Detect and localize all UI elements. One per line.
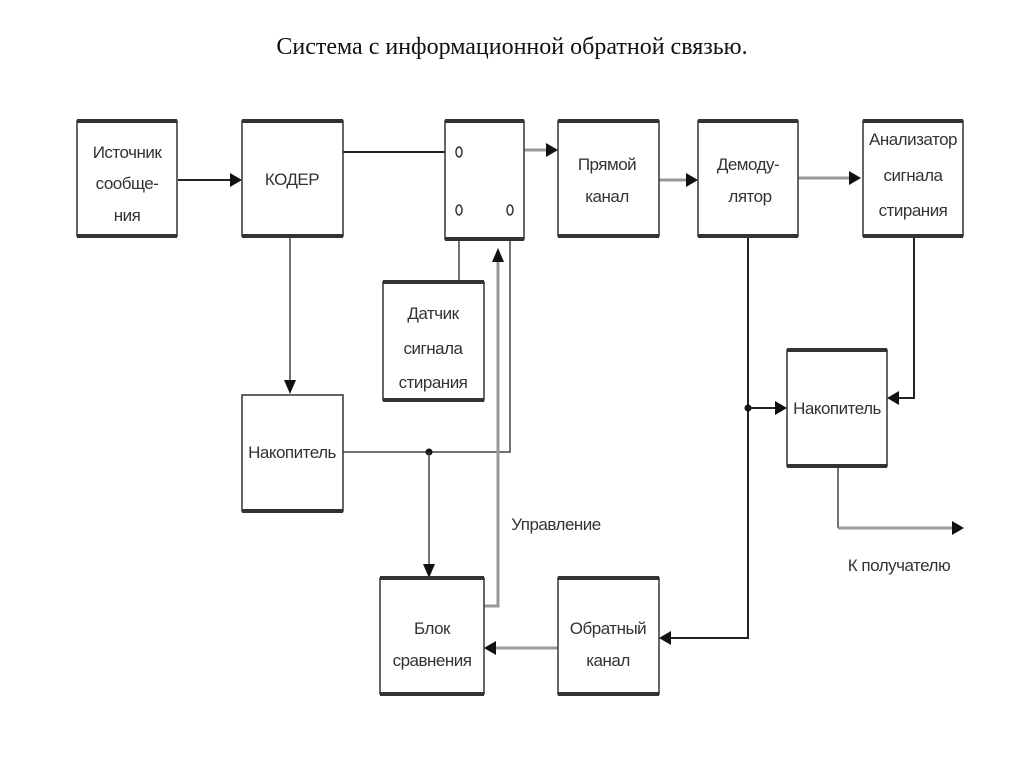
block-source: Источник сообще- ния <box>76 119 178 238</box>
edge-storage-switch <box>343 214 511 453</box>
block-label: канал <box>586 651 630 670</box>
block-erasure-sensor: Датчик сигнала стирания <box>382 280 485 402</box>
switch-contact <box>506 204 514 216</box>
block-coder: КОДЕР <box>241 119 344 238</box>
arrow-head <box>775 401 787 415</box>
block-demodulator: Демоду- лятор <box>697 119 799 238</box>
block-label: КОДЕР <box>265 170 319 189</box>
edge-demod-backchannel <box>668 236 749 639</box>
arrow-head <box>423 564 435 578</box>
edge-control <box>484 262 500 608</box>
block-label: сообще- <box>96 174 159 193</box>
arrow-head <box>849 171 861 185</box>
block-label: Демоду- <box>717 155 779 174</box>
arrow-head <box>686 173 698 187</box>
connections <box>178 143 964 655</box>
block-label: лятор <box>728 187 771 206</box>
block-forward-channel: Прямой канал <box>557 119 660 238</box>
block-back-channel: Обратный канал <box>557 576 660 696</box>
block-label: канал <box>585 187 629 206</box>
control-label: Управление <box>511 515 601 534</box>
block-label: Накопитель <box>248 443 336 462</box>
edge-analyzer-storage <box>895 236 915 399</box>
block-label: Источник <box>93 143 163 162</box>
block-switch <box>444 119 525 241</box>
switch-contact <box>455 146 463 158</box>
diagram-title: Система с информационной обратной связью… <box>276 34 748 60</box>
arrow-head <box>546 143 558 157</box>
arrow-head <box>492 248 504 262</box>
to-receiver-label: К получателю <box>848 556 951 575</box>
block-label: сигнала <box>884 166 944 185</box>
block-label: сигнала <box>404 339 464 358</box>
block-comparator: Блок сравнения <box>379 576 485 696</box>
block-label: Обратный <box>570 619 646 638</box>
block-label: сравнения <box>393 651 472 670</box>
block-erasure-analyzer: Анализатор сигнала стирания <box>862 119 964 238</box>
block-label: Блок <box>414 619 451 638</box>
block-label: стирания <box>879 201 948 220</box>
block-label: ния <box>114 206 141 225</box>
arrow-head <box>484 641 496 655</box>
arrow-head <box>887 391 899 405</box>
block-label: Датчик <box>407 304 459 323</box>
arrow-head <box>952 521 964 535</box>
block-label: Прямой <box>578 155 636 174</box>
switch-contact <box>455 204 463 216</box>
arrow-head <box>659 631 671 645</box>
block-storage-right: Накопитель <box>786 348 888 468</box>
block-label: стирания <box>399 373 468 392</box>
arrow-head <box>230 173 242 187</box>
arrow-head <box>284 380 296 394</box>
block-storage-left: Накопитель <box>241 394 344 513</box>
block-label: Накопитель <box>793 399 881 418</box>
block-label: Анализатор <box>869 130 957 149</box>
